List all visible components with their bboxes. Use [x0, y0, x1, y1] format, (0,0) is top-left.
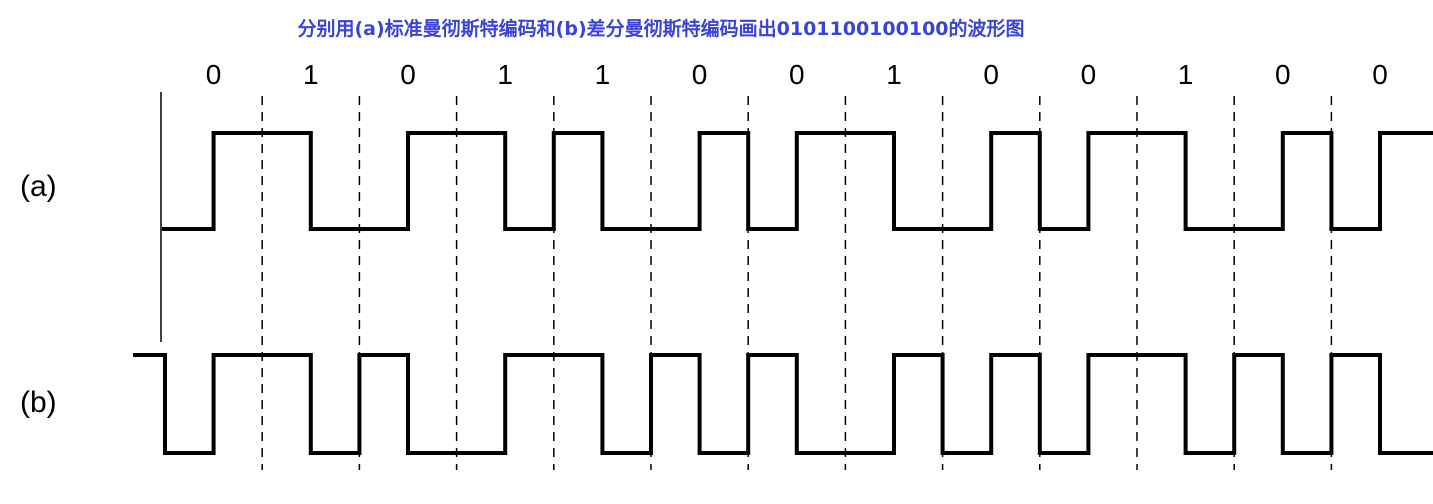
standard-manchester-waveform: [162, 131, 1433, 231]
row-label-a: (a): [20, 170, 57, 203]
bit-label: 0: [692, 59, 708, 90]
bit-label: 0: [789, 59, 805, 90]
bit-label: 0: [206, 59, 222, 90]
bit-label: 1: [497, 59, 513, 90]
bit-label: 0: [1275, 59, 1291, 90]
bit-label: 0: [400, 59, 416, 90]
row-label-b: (b): [20, 386, 57, 419]
bit-label: 0: [983, 59, 999, 90]
bit-label: 0: [1372, 59, 1388, 90]
bit-label: 1: [303, 59, 319, 90]
bit-label: 1: [1178, 59, 1194, 90]
bit-label: 0: [1081, 59, 1097, 90]
bit-label: 1: [595, 59, 611, 90]
figure-title: 分别用(a)标准曼彻斯特编码和(b)差分曼彻斯特编码画出010110010010…: [297, 18, 1025, 40]
bit-labels: 0 1 0 1 1 0 0 1 0 0 1 0 0: [206, 59, 1388, 90]
bit-label: 1: [886, 59, 902, 90]
differential-manchester-waveform: [133, 353, 1433, 455]
